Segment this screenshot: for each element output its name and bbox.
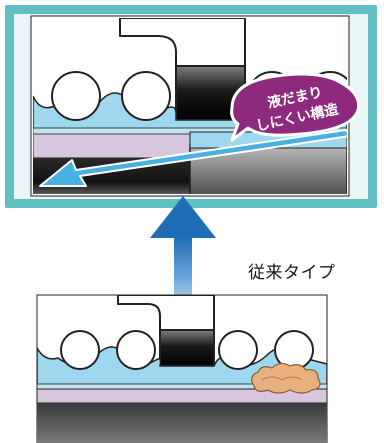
badge: 液だまり しにくい構造 <box>230 72 361 142</box>
roller-ball <box>121 71 171 121</box>
improved-panel: 液だまり しにくい構造 <box>5 5 377 208</box>
nozzle <box>159 329 215 367</box>
base-dark <box>37 403 327 443</box>
roller-ball <box>51 71 101 121</box>
roller-ball <box>218 330 258 370</box>
conventional-type-caption: 従来タイプ <box>248 263 336 283</box>
roller-ball <box>116 330 156 370</box>
conventional-panel <box>36 294 328 443</box>
flow-arrow-icon <box>39 129 347 187</box>
roller-ball <box>60 330 100 370</box>
